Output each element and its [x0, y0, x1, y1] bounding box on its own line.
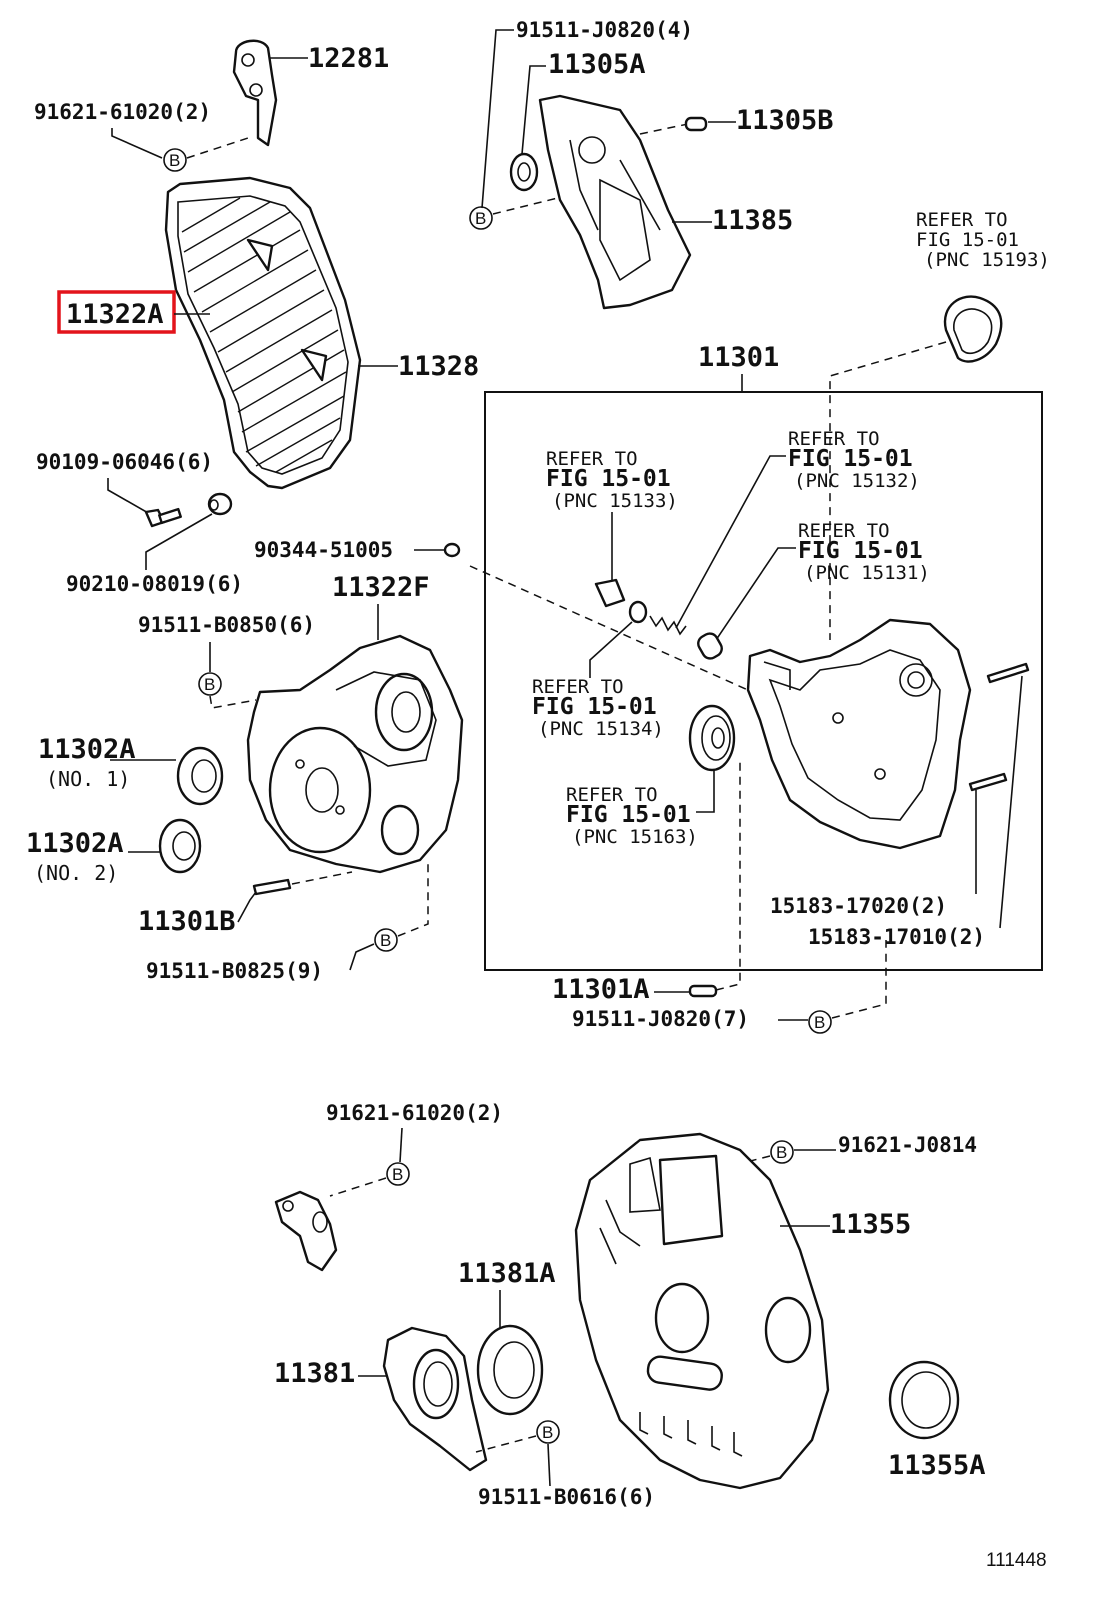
end-plate-11355[interactable]: [574, 1132, 830, 1490]
b-marker: B: [536, 1420, 560, 1444]
label-91621-61020-bot[interactable]: 91621-61020(2): [326, 1101, 503, 1125]
label-11355[interactable]: 11355: [830, 1209, 911, 1240]
ref-15133-line3: (PNC 15133): [552, 490, 678, 512]
ref-15131-line1: REFER TO: [798, 520, 890, 542]
pin-11305B[interactable]: [684, 116, 708, 132]
label-11302A-2[interactable]: 11302A: [26, 828, 124, 859]
front-plate-11322F[interactable]: [246, 634, 464, 874]
case-11301[interactable]: [746, 618, 972, 850]
ref-15133-line1: REFER TO: [546, 448, 638, 470]
bracket-lower[interactable]: [274, 1190, 338, 1272]
label-91511-J0820-7[interactable]: 91511-J0820(7): [572, 1007, 749, 1031]
ref-15193-line3: (PNC 15193): [924, 249, 1050, 271]
label-11301[interactable]: 11301: [698, 342, 779, 373]
ref-15134-line3: (PNC 15134): [538, 718, 664, 740]
b-marker: B: [770, 1140, 794, 1164]
label-11302A-1-note: (NO. 1): [46, 767, 130, 791]
gear-15163[interactable]: [688, 704, 736, 772]
washer-15134[interactable]: [628, 600, 648, 624]
ref-15163-line3: (PNC 15163): [572, 826, 698, 848]
label-11355A[interactable]: 11355A: [888, 1450, 986, 1481]
b-marker: B: [163, 148, 187, 172]
ref-15193-line2: FIG 15-01: [916, 229, 1019, 251]
label-11381A[interactable]: 11381A: [458, 1258, 556, 1289]
plunger-15131[interactable]: [695, 631, 724, 662]
svg-text:B: B: [204, 675, 215, 694]
ref-15132-line3: (PNC 15132): [794, 470, 920, 492]
gasket-15193[interactable]: [943, 295, 1003, 363]
label-91511-B0825[interactable]: 91511-B0825(9): [146, 959, 323, 983]
label-90109-06046[interactable]: 90109-06046(6): [36, 450, 213, 474]
label-11381[interactable]: 11381: [274, 1358, 355, 1389]
ref-15131-line3: (PNC 15131): [804, 562, 930, 584]
label-91511-B0850[interactable]: 91511-B0850(6): [138, 613, 315, 637]
b-marker: B: [198, 672, 222, 696]
seal-11302A-no2[interactable]: [158, 818, 202, 874]
label-90210-08019[interactable]: 90210-08019(6): [66, 572, 243, 596]
seal-11305A[interactable]: [509, 152, 539, 192]
valve-15133[interactable]: [594, 578, 626, 608]
ref-15193-line1: REFER TO: [916, 209, 1008, 231]
cap-11355A[interactable]: [888, 1360, 960, 1440]
seal-11302A-no1[interactable]: [176, 746, 224, 806]
plate-11385[interactable]: [538, 94, 692, 310]
svg-text:B: B: [776, 1143, 787, 1162]
label-15183-17020[interactable]: 15183-17020(2): [770, 894, 947, 918]
bracket-12281[interactable]: [232, 39, 278, 147]
label-11301B[interactable]: 11301B: [138, 906, 236, 937]
label-11305B[interactable]: 11305B: [736, 105, 834, 136]
b-marker: B: [374, 928, 398, 952]
label-91511-B0616[interactable]: 91511-B0616(6): [478, 1485, 655, 1509]
b-marker: B: [386, 1162, 410, 1186]
pin-11301A[interactable]: [688, 984, 718, 998]
label-11385[interactable]: 11385: [712, 205, 793, 236]
seal-11381A[interactable]: [476, 1324, 544, 1416]
svg-text:B: B: [169, 151, 180, 170]
ref-15131-line2: FIG 15-01: [798, 538, 923, 564]
ref-15163-line1: REFER TO: [566, 784, 658, 806]
svg-text:B: B: [814, 1013, 825, 1032]
label-15183-17010[interactable]: 15183-17010(2): [808, 925, 985, 949]
svg-text:B: B: [475, 209, 486, 228]
plug-90344[interactable]: [443, 542, 461, 558]
washer-90210[interactable]: [207, 492, 233, 516]
retainer-11381[interactable]: [382, 1326, 488, 1472]
label-11322A[interactable]: 11322A: [66, 299, 164, 330]
assembly-box-11301: [484, 391, 1043, 971]
label-11305A[interactable]: 11305A: [548, 49, 646, 80]
figure-number: 111448: [986, 1550, 1047, 1571]
ref-15134-line1: REFER TO: [532, 676, 624, 698]
label-11302A-2-note: (NO. 2): [34, 861, 118, 885]
highlight-box: [57, 290, 176, 334]
stud-15183-17010[interactable]: [968, 772, 1008, 792]
label-91621-61020-top[interactable]: 91621-61020(2): [34, 100, 211, 124]
label-11322F[interactable]: 11322F: [332, 572, 430, 603]
stud-15183-17020[interactable]: [986, 662, 1030, 684]
ref-15163-line2: FIG 15-01: [566, 802, 691, 828]
ref-15132-line1: REFER TO: [788, 428, 880, 450]
timing-cover-11322A[interactable]: [164, 176, 362, 490]
label-12281[interactable]: 12281: [308, 43, 389, 74]
label-91511-J0820-4[interactable]: 91511-J0820(4): [516, 18, 693, 42]
label-91621-J0814[interactable]: 91621-J0814: [838, 1133, 977, 1157]
ref-15133-line2: FIG 15-01: [546, 466, 671, 492]
label-11328[interactable]: 11328: [398, 351, 479, 382]
spring-15132[interactable]: [649, 615, 687, 636]
ref-15134-line2: FIG 15-01: [532, 694, 657, 720]
stud-11301B[interactable]: [252, 878, 292, 896]
label-90344-51005[interactable]: 90344-51005: [254, 538, 393, 562]
ref-15132-line2: FIG 15-01: [788, 446, 913, 472]
svg-text:B: B: [542, 1423, 553, 1442]
svg-text:B: B: [380, 931, 391, 950]
b-marker: B: [469, 206, 493, 230]
label-11301A[interactable]: 11301A: [552, 974, 650, 1005]
svg-text:B: B: [392, 1165, 403, 1184]
bolt-90109[interactable]: [144, 507, 182, 528]
b-marker: B: [808, 1010, 832, 1034]
